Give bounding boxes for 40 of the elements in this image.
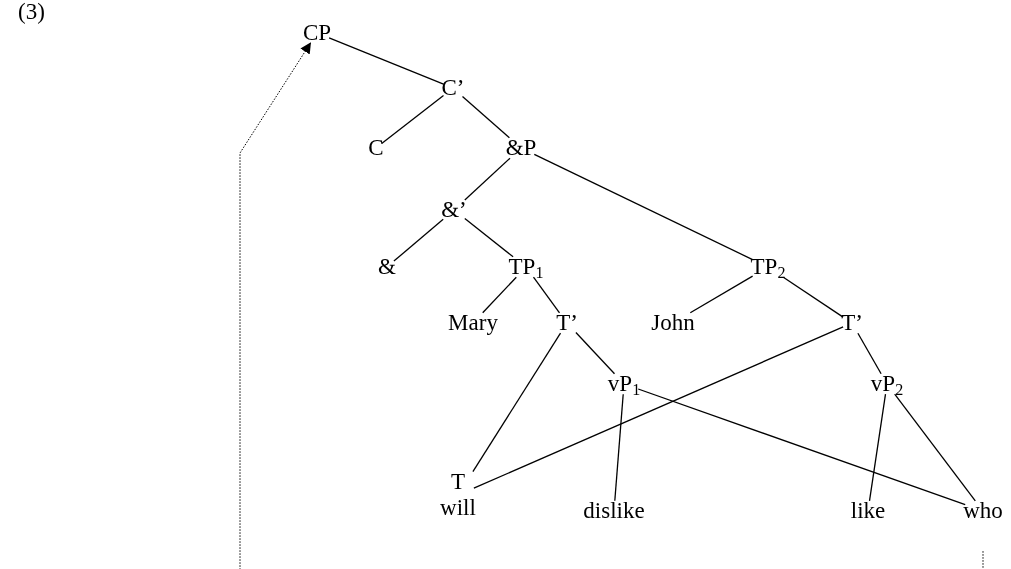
tree-branch	[857, 332, 882, 375]
tree-branch	[482, 276, 517, 314]
tree-branch	[461, 95, 511, 139]
tree-branch	[473, 326, 844, 489]
node-label: T’	[841, 309, 863, 337]
movement-arrow	[239, 42, 984, 569]
node-label: &	[378, 253, 396, 281]
tree-branch	[393, 218, 444, 262]
node-label: John	[651, 309, 695, 337]
tree-branch	[464, 157, 511, 201]
tree-branch	[533, 153, 754, 261]
node-label: TP$_{1}$	[508, 253, 544, 281]
tree-branch	[381, 94, 445, 145]
node-label: CP	[302, 19, 332, 47]
node-label: vP$_{1}$	[607, 370, 641, 398]
tree-branch	[868, 393, 887, 502]
node-label: TP$_{2}$	[750, 253, 786, 281]
tree-branch	[689, 275, 754, 314]
tree-branch	[782, 276, 844, 318]
node-label: &P	[505, 134, 537, 162]
node-label: T	[449, 468, 467, 495]
node-label: C’	[441, 74, 465, 102]
node-label: C	[368, 134, 384, 162]
tree-branch	[894, 393, 976, 502]
example-number: (3)	[18, 0, 45, 25]
node-label: like	[850, 497, 886, 525]
node-label: vP$_{2}$	[870, 370, 904, 398]
node-label: who	[963, 497, 1003, 525]
node-label: &’	[441, 196, 467, 224]
tree-branch	[637, 388, 966, 506]
node-label: will	[440, 495, 476, 522]
tree-branch	[532, 276, 561, 314]
tree-branch	[614, 393, 624, 502]
node-label: dislike	[583, 497, 645, 525]
node-label: Mary	[448, 309, 498, 337]
tree-branch	[464, 217, 514, 258]
tree-branch	[328, 37, 445, 85]
tree-branch	[575, 331, 616, 375]
node-label: T’	[556, 309, 578, 337]
tree-branch	[472, 332, 562, 473]
